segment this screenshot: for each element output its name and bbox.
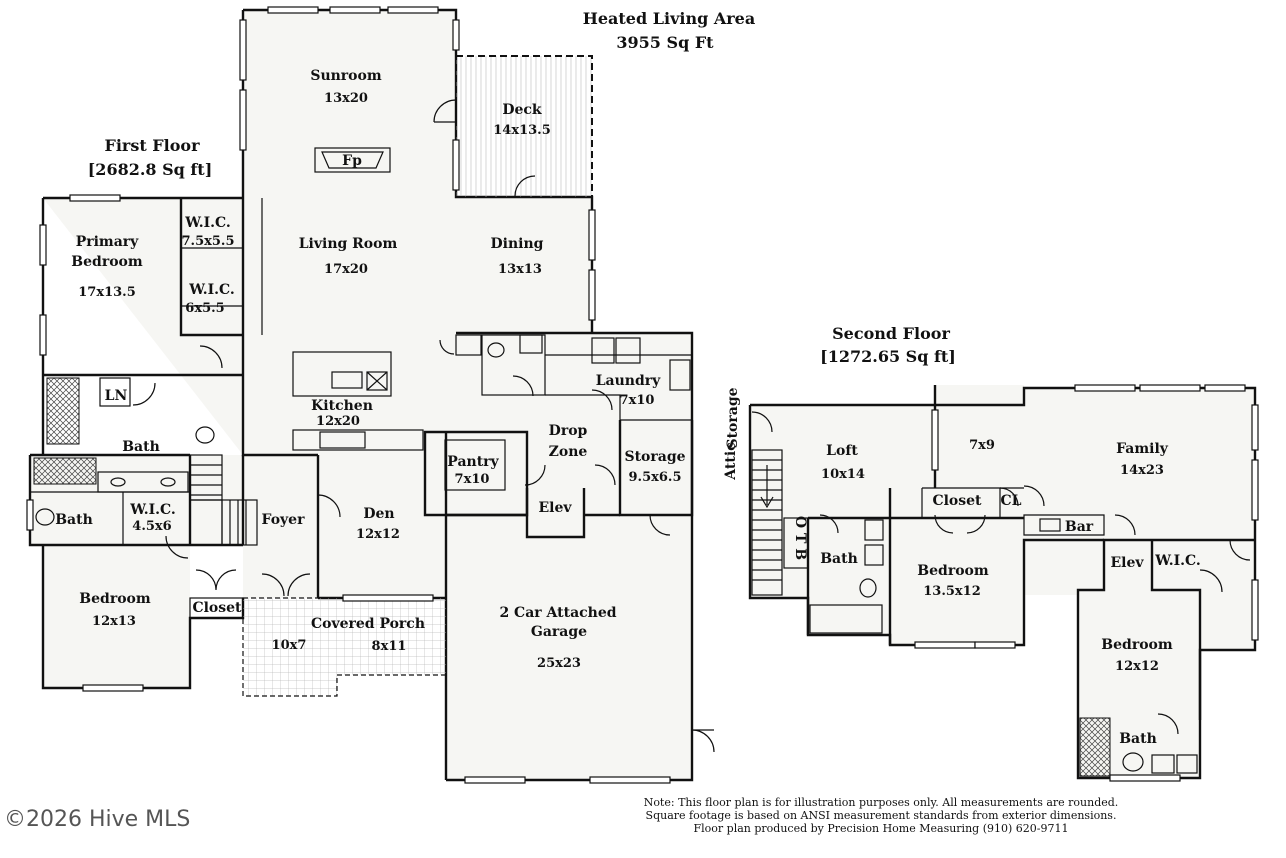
fireplace-label: Fp: [342, 153, 362, 169]
storage-dim: 9.5x6.5: [629, 470, 682, 485]
bedroom-upper-2-dim: 12x12: [1115, 659, 1159, 674]
covered-porch-area: [242, 597, 447, 697]
bath2-label: Bath: [55, 512, 93, 528]
wic1-dim: 7.5x5.5: [182, 234, 235, 249]
dining-dim: 13x13: [498, 262, 542, 277]
pantry-label: Pantry: [447, 454, 499, 470]
kitchen-dim: 12x20: [316, 414, 360, 429]
covered-porch-label: Covered Porch: [311, 616, 425, 632]
bath-upper-1-label: Bath: [820, 551, 858, 567]
windows-upper: [914, 384, 1259, 782]
den-label: Den: [363, 506, 394, 522]
deck-label: Deck: [502, 102, 542, 118]
note-line-3: Floor plan produced by Precision Home Me…: [694, 822, 1069, 835]
deck-dim: 14x13.5: [493, 123, 551, 138]
closet-label: Closet: [192, 600, 242, 616]
wic2-label: W.I.C.: [188, 282, 235, 298]
bedroom-upper-1-dim: 13.5x12: [923, 584, 981, 599]
garage-dim: 25x23: [537, 656, 581, 671]
family-dim: 14x23: [1120, 463, 1164, 478]
heated-area-title: Heated Living Area: [583, 9, 755, 28]
sunroom-dim: 13x20: [324, 91, 368, 106]
bedroom-upper-2-label: Bedroom: [1101, 637, 1173, 653]
heated-area-value: 3955 Sq Ft: [616, 33, 714, 52]
drop-zone-label-1: Drop: [549, 423, 588, 439]
wic2-dim: 6x5.5: [185, 301, 224, 316]
doors-upper: [751, 411, 1251, 735]
bedroom-dim: 12x13: [92, 614, 136, 629]
wic3-label: W.I.C.: [129, 502, 176, 518]
bar-label: Bar: [1065, 519, 1094, 535]
wic-upper-label: W.I.C.: [1154, 553, 1201, 569]
first-floor-area: [2682.8 Sq ft]: [88, 160, 213, 179]
living-room-dim: 17x20: [324, 262, 368, 277]
watermark: ©2026 Hive MLS: [4, 807, 190, 832]
dining-label: Dining: [491, 236, 544, 252]
sunroom-label: Sunroom: [310, 68, 382, 84]
covered-porch-dim-2: 8x11: [372, 639, 407, 654]
note-line-1: Note: This floor plan is for illustratio…: [644, 796, 1119, 809]
family-label: Family: [1116, 441, 1169, 457]
pantry-dim: 7x10: [455, 472, 490, 487]
foyer-label: Foyer: [262, 512, 306, 528]
bath-upper-2-label: Bath: [1119, 731, 1157, 747]
stairs: [189, 454, 258, 546]
bedroom-label: Bedroom: [79, 591, 151, 607]
drop-zone-label-2: Zone: [549, 444, 588, 460]
primary-bedroom-label-1: Primary: [76, 234, 139, 250]
den-dim: 12x12: [356, 527, 400, 542]
living-room-label: Living Room: [299, 236, 398, 252]
primary-bedroom-dim: 17x13.5: [78, 285, 136, 300]
storage-label: Storage: [624, 449, 685, 465]
loft-label: Loft: [826, 443, 858, 459]
covered-porch-dim-1: 10x7: [272, 638, 307, 653]
doors: [132, 99, 715, 753]
stairs-upper: [751, 449, 809, 596]
laundry-dim: 7x10: [620, 393, 655, 408]
cl-label: CL: [1001, 493, 1022, 509]
laundry-label: Laundry: [596, 373, 661, 389]
first-floor-plan: [26, 6, 715, 784]
note-line-2: Square footage is based on ANSI measurem…: [646, 809, 1117, 822]
room-7x9-dim: 7x9: [969, 438, 995, 453]
ln-label: LN: [105, 388, 128, 404]
elev-upper-label: Elev: [1110, 555, 1144, 571]
labels: Heated Living Area 3955 Sq Ft First Floo…: [4, 9, 1201, 835]
closet-upper-label: Closet: [932, 493, 982, 509]
loft-dim: 10x14: [821, 467, 865, 482]
wic1-label: W.I.C.: [184, 215, 231, 231]
fireplace: [314, 147, 391, 173]
bath1-label: Bath: [122, 439, 160, 455]
first-floor-title: First Floor: [104, 136, 200, 155]
primary-bedroom-label-2: Bedroom: [71, 254, 143, 270]
storage-upper-label: Storage: [725, 387, 741, 448]
kitchen-label: Kitchen: [311, 398, 373, 414]
windows: [26, 6, 671, 784]
wic3-dim: 4.5x6: [132, 519, 171, 534]
bedroom-upper-1-label: Bedroom: [917, 563, 989, 579]
garage-label-2: Garage: [531, 624, 587, 640]
second-floor-plan: [748, 384, 1259, 782]
elev-label: Elev: [538, 500, 572, 516]
second-floor-area: [1272.65 Sq ft]: [820, 347, 956, 366]
deck-area: [455, 55, 593, 198]
otb-label: O T B: [792, 516, 808, 560]
garage-label-1: 2 Car Attached: [499, 605, 616, 621]
second-floor-title: Second Floor: [832, 324, 950, 343]
attic-label: Attic: [723, 442, 739, 480]
